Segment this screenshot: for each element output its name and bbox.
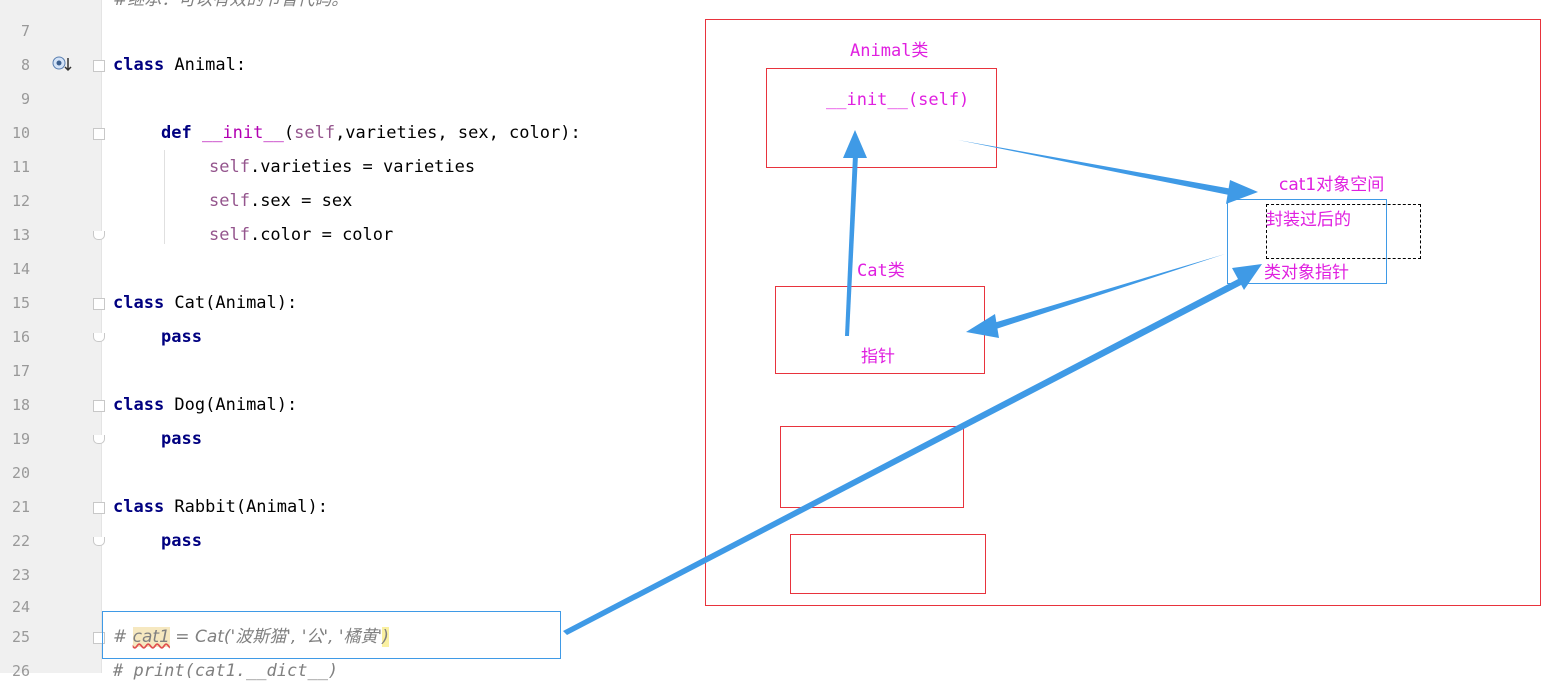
code-comment: # cat1 = Cat('波斯猫', '公', '橘黄') [113, 627, 389, 647]
code-editor[interactable]: #继承：可以有效的节省代码。 7 8 class Animal: 9 10 de… [0, 0, 700, 681]
line-number: 12 [11, 192, 30, 210]
code-text: self.color = color [209, 225, 394, 245]
code-line: 20 [0, 456, 700, 490]
init-method-label: __init__(self) [826, 90, 970, 110]
animal-class-label: Animal类 [850, 41, 929, 61]
code-line: 25 # cat1 = Cat('波斯猫', '公', '橘黄') [0, 620, 700, 654]
code-line: 7 [0, 14, 700, 48]
line-number: 15 [11, 294, 30, 312]
code-line: 24 [0, 590, 700, 624]
code-line: 19 pass [0, 422, 700, 456]
code-text: self.sex = sex [209, 191, 353, 211]
dog-class-box [780, 426, 964, 508]
line-number: 19 [11, 430, 30, 448]
indent-guide [164, 150, 165, 244]
class-pointer-slot [1266, 204, 1421, 259]
code-text: pass [161, 429, 202, 449]
fold-marker[interactable] [93, 298, 105, 310]
line-number: 16 [11, 328, 30, 346]
code-line: 10 def __init__(self,varieties, sex, col… [0, 116, 700, 150]
line-number: 17 [11, 362, 30, 380]
line-number: 22 [11, 532, 30, 550]
fold-marker[interactable] [93, 60, 105, 72]
cat1-object-box [1227, 199, 1387, 284]
code-line: 12 self.sex = sex [0, 184, 700, 218]
override-indicator-icon[interactable] [52, 55, 72, 75]
fold-marker[interactable] [93, 128, 105, 140]
animal-class-box [766, 68, 997, 168]
line-number: 9 [20, 90, 30, 108]
code-comment: # print(cat1.__dict__) [113, 661, 339, 681]
line-number: 25 [11, 628, 30, 646]
code-line: 22 pass [0, 524, 700, 558]
line-number: 13 [11, 226, 30, 244]
line-number: 18 [11, 396, 30, 414]
line-number: 10 [11, 124, 30, 142]
cat-class-label: Cat类 [857, 261, 905, 281]
code-line: 15 class Cat(Animal): [0, 286, 700, 320]
line-number: 20 [11, 464, 30, 482]
code-comment: #继承：可以有效的节省代码。 [113, 0, 349, 10]
code-line: 13 self.color = color [0, 218, 700, 252]
pointer-label: 指针 [861, 347, 895, 367]
line-number: 7 [20, 22, 30, 40]
fold-end-marker[interactable] [93, 537, 105, 546]
rabbit-class-box [790, 534, 986, 594]
line-number: 14 [11, 260, 30, 278]
code-text: class Animal: [113, 55, 247, 75]
cat1-space-label: cat1对象空间 [1279, 175, 1385, 195]
fold-end-marker[interactable] [93, 231, 105, 240]
instantiation-highlight-box [102, 611, 561, 659]
line-number: 23 [11, 566, 30, 584]
code-text: pass [161, 531, 202, 551]
code-line: 26 # print(cat1.__dict__) [0, 654, 700, 688]
line-number: 8 [20, 56, 30, 74]
code-line: 8 class Animal: [0, 48, 700, 82]
code-line: 9 [0, 82, 700, 116]
encapsulated-label: 封装过后的 [1266, 210, 1351, 230]
code-text: class Cat(Animal): [113, 293, 298, 313]
line-number: 21 [11, 498, 30, 516]
fold-marker[interactable] [93, 400, 105, 412]
code-text: class Dog(Animal): [113, 395, 298, 415]
code-line: 23 [0, 558, 700, 592]
code-line: 17 [0, 354, 700, 388]
class-pointer-label: 类对象指针 [1264, 263, 1349, 283]
fold-end-marker[interactable] [93, 333, 105, 342]
code-line: #继承：可以有效的节省代码。 [0, 0, 700, 17]
code-line: 16 pass [0, 320, 700, 354]
line-number: 26 [11, 662, 30, 680]
line-number: 24 [11, 598, 30, 616]
code-line: 18 class Dog(Animal): [0, 388, 700, 422]
code-line: 21 class Rabbit(Animal): [0, 490, 700, 524]
code-text: class Rabbit(Animal): [113, 497, 328, 517]
code-text: pass [161, 327, 202, 347]
fold-end-marker[interactable] [93, 435, 105, 444]
fold-marker[interactable] [93, 502, 105, 514]
code-line: 14 [0, 252, 700, 286]
code-text: self.varieties = varieties [209, 157, 476, 177]
code-text: def __init__(self,varieties, sex, color)… [161, 123, 581, 143]
line-number: 11 [11, 158, 30, 176]
code-line: 11 self.varieties = varieties [0, 150, 700, 184]
editor-gutter [0, 0, 102, 673]
